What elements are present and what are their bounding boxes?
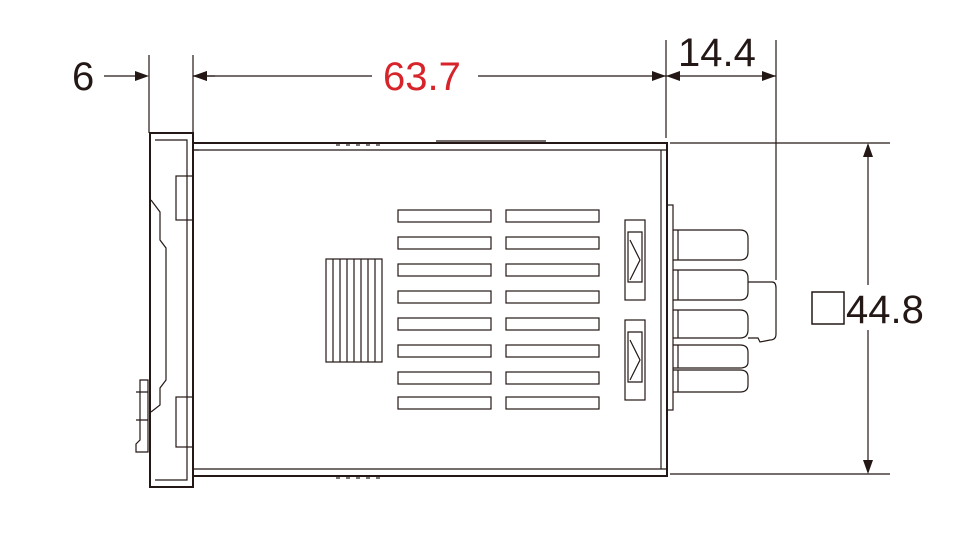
arrowhead-icon: [652, 71, 666, 81]
rear-clips: [624, 219, 646, 401]
arrowhead-icon: [193, 71, 207, 81]
arrowhead-icon: [863, 143, 873, 157]
arrowhead-icon: [762, 71, 776, 81]
upper-latch: [175, 175, 194, 221]
terminal-pin: [673, 309, 749, 339]
dim-label-square-size: 44.8: [846, 288, 924, 332]
vent-block: [325, 258, 383, 363]
arrowhead-icon: [666, 71, 680, 81]
dim-label-body-length: 63.7: [383, 55, 461, 99]
arrowhead-icon: [135, 71, 149, 81]
dim-body-length: 63.7: [193, 55, 666, 99]
rear-base: [666, 204, 674, 411]
arrowhead-icon: [863, 460, 873, 474]
front-bezel: [135, 132, 199, 488]
main-body: [192, 140, 668, 479]
lower-latch: [175, 396, 194, 448]
terminal-pin: [673, 369, 749, 393]
terminal-pin: [673, 229, 749, 261]
vent-slots: [397, 209, 600, 410]
extension-lines: [148, 40, 890, 475]
dim-square-size: 44.8: [811, 143, 924, 474]
terminal-pins: [673, 229, 777, 393]
square-symbol-icon: [811, 291, 845, 325]
terminal-pin: [673, 344, 749, 369]
dim-label-terminal-length: 14.4: [678, 31, 756, 75]
dim-terminal-length: 14.4: [666, 31, 776, 81]
guide-key: [748, 281, 777, 343]
dim-label-flange-depth: 6: [72, 55, 94, 99]
terminal-pin: [673, 269, 749, 301]
side-clip: [135, 379, 149, 453]
